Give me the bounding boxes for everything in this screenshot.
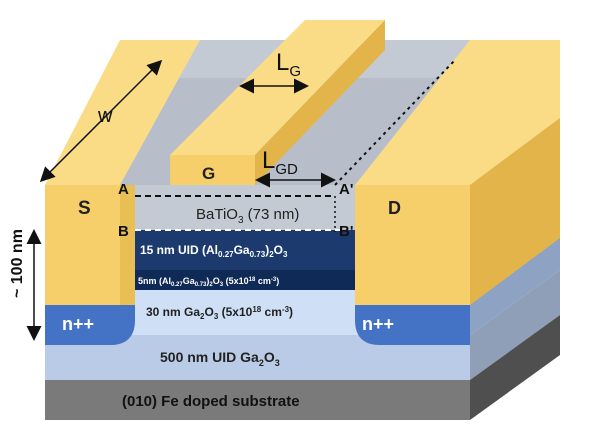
layer-substrate xyxy=(45,380,470,420)
right-side-substrate xyxy=(470,315,560,420)
gate-label: G xyxy=(202,164,215,183)
source-contact xyxy=(45,185,120,305)
layer-substrate-label: (010) Fe doped substrate xyxy=(122,393,300,410)
point-a-label: A xyxy=(118,181,129,198)
drain-top xyxy=(355,40,560,185)
source-inner xyxy=(120,185,135,305)
width-label: w xyxy=(97,105,113,127)
channel-edge-line xyxy=(334,59,456,186)
layer-ga2o3-30nm-label: 30 nm Ga2O3 (5x1018 cm-3) xyxy=(146,305,293,321)
layer-uid-algao-label: 15 nm UID (Al0.27Ga0.73)2O3 xyxy=(140,243,288,259)
gate-length-label: LG xyxy=(276,49,301,80)
drain-side xyxy=(470,118,560,305)
gate-drain-label: LGD xyxy=(262,147,298,178)
point-b-prime-label: B' xyxy=(339,223,353,240)
right-side-uid xyxy=(470,270,560,380)
source-label: S xyxy=(78,198,91,219)
height-label: ~ 100 nm xyxy=(9,229,26,298)
layer-batio3-label: BaTiO3 (73 nm) xyxy=(196,206,299,226)
gate-contact xyxy=(170,155,255,185)
gate-side xyxy=(255,20,385,185)
n-plus-left-label: n++ xyxy=(62,314,94,334)
drain-label: D xyxy=(388,198,401,218)
n-plus-right-label: n++ xyxy=(362,314,394,334)
point-a-prime-label: A' xyxy=(339,181,353,198)
layer-uid-algao xyxy=(135,230,355,270)
layer-ga2o3-center xyxy=(135,290,355,335)
point-b-label: B xyxy=(118,223,129,240)
layer-uid-ga2o3-label: 500 nm UID Ga2O3 xyxy=(160,349,280,368)
width-arrow xyxy=(39,59,163,183)
layer-doped-algao-label: 5nm (Al0.27Ga0.73)2O3 (5x1018 cm-3) xyxy=(138,276,279,288)
layer-doped-algao xyxy=(135,270,355,290)
drain-contact xyxy=(355,185,470,305)
